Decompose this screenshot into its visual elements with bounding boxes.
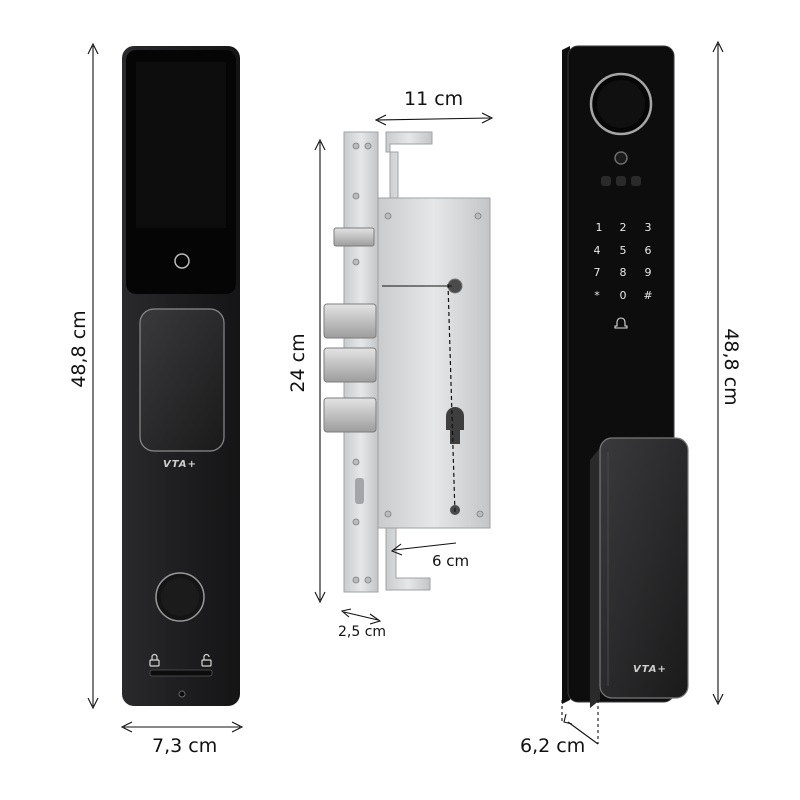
dead-bolt xyxy=(323,303,377,339)
front-lock-view xyxy=(122,46,240,706)
latch xyxy=(333,227,375,247)
cylinder-offset-dimension-line xyxy=(390,542,457,556)
unlock-icon xyxy=(201,653,212,667)
mortise-width-dimension-line xyxy=(374,112,494,126)
keypad-key-hash[interactable]: # xyxy=(643,289,653,302)
front-width-dimension-line xyxy=(120,721,244,733)
front-height-label: 48,8 cm xyxy=(68,310,90,388)
bell-icon[interactable] xyxy=(614,317,628,329)
fingerprint-sensor-center xyxy=(161,578,199,616)
mortise-height-label: 24 cm xyxy=(287,333,309,393)
mortise-lock xyxy=(323,131,491,593)
keypad-key-star[interactable]: * xyxy=(594,289,600,302)
side-height-label: 48,8 cm xyxy=(720,328,742,406)
keypad-key-6[interactable]: 6 xyxy=(644,244,652,257)
screw-set xyxy=(352,142,484,584)
mortise-height-dimension-line xyxy=(314,138,326,604)
front-brand-logo: VTA+ xyxy=(163,459,197,470)
keypad-key-3[interactable]: 3 xyxy=(644,221,652,234)
depth-dimension-line xyxy=(561,700,599,745)
keypad-key-8[interactable]: 8 xyxy=(619,266,627,279)
keypad-key-7[interactable]: 7 xyxy=(593,266,601,279)
side-height-dimension-line xyxy=(712,40,724,706)
mortise-width-label: 11 cm xyxy=(404,88,464,110)
fingerprint-icon xyxy=(174,253,190,269)
mortise-case xyxy=(377,197,491,529)
usb-port xyxy=(178,690,186,698)
keypad-key-2[interactable]: 2 xyxy=(619,221,627,234)
front-height-dimension-line xyxy=(87,42,99,710)
mortise-bottom-hook xyxy=(385,527,431,591)
mortise-top-hook xyxy=(385,131,433,199)
depth-label: 6,2 cm xyxy=(520,735,586,757)
front-screen-glare xyxy=(136,62,226,228)
keypad-key-5[interactable]: 5 xyxy=(619,244,627,257)
faceplate-width-label: 2,5 cm xyxy=(338,624,387,640)
lock-icon xyxy=(149,653,160,667)
faceplate-width-dimension-line xyxy=(340,608,382,625)
dead-bolt xyxy=(323,397,377,433)
front-handle[interactable] xyxy=(139,308,225,452)
keypad-key-4[interactable]: 4 xyxy=(593,244,601,257)
keypad-key-9[interactable]: 9 xyxy=(644,266,652,279)
cylinder-offset-label: 6 cm xyxy=(432,552,470,570)
sensor-array xyxy=(601,176,641,186)
side-handle-shadow xyxy=(590,448,600,708)
faceplate-slot xyxy=(355,478,364,504)
side-handle[interactable] xyxy=(599,437,689,699)
mechanical-key-slot[interactable] xyxy=(149,669,213,677)
front-width-label: 7,3 cm xyxy=(152,735,218,757)
dead-bolt xyxy=(323,347,377,383)
side-brand-logo: VTA+ xyxy=(633,664,667,675)
keypad-key-1[interactable]: 1 xyxy=(595,221,603,234)
side-lock-view xyxy=(562,45,689,708)
keypad-key-0[interactable]: 0 xyxy=(619,289,627,302)
camera-icon xyxy=(614,151,628,165)
fingerprint-sensor-inner xyxy=(597,80,645,128)
cylinder-keyhole xyxy=(446,407,464,444)
offset-guide xyxy=(447,283,456,515)
